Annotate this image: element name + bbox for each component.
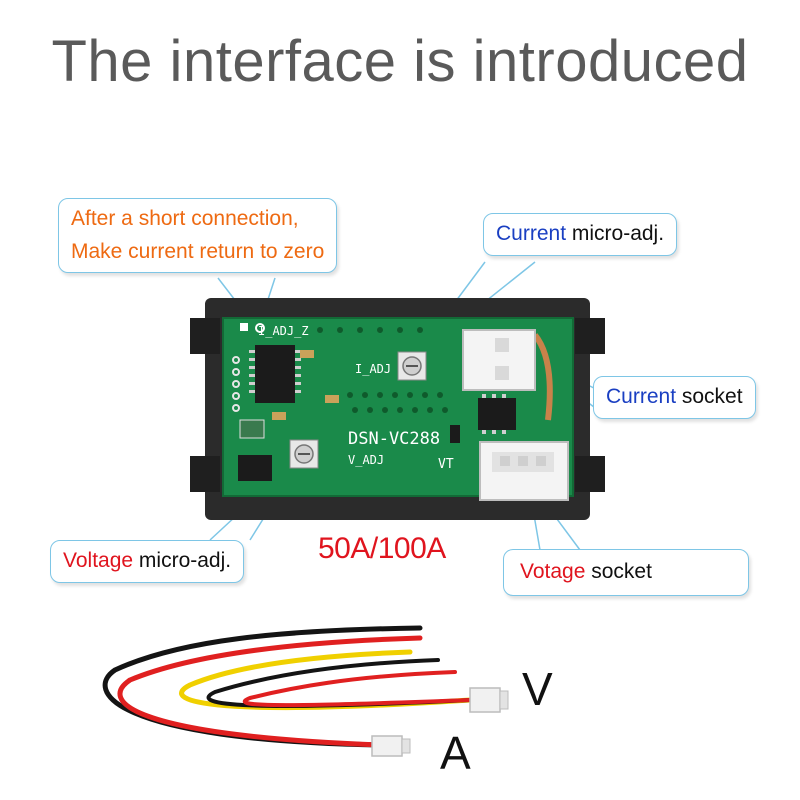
pcb-label-i-adj-z: I_ADJ_Z xyxy=(258,324,309,338)
callout-zero-line2: Make current return to zero xyxy=(71,239,325,263)
callout-current-adj-keyword: Current xyxy=(496,222,567,245)
current-rating-label: 50A/100A xyxy=(318,532,446,565)
wire-label-current: A xyxy=(440,727,471,779)
callout-voltage-micro-adj: Voltage micro-adj. xyxy=(50,540,245,583)
page-title: The interface is introduced xyxy=(51,29,749,94)
pcb-label-vt: VT xyxy=(438,457,454,472)
callout-voltage-adj-rest: micro-adj. xyxy=(133,549,232,572)
callout-current-adj-rest: micro-adj. xyxy=(566,222,665,245)
callout-zero-line1: After a short connection, xyxy=(71,207,299,230)
wire-harness xyxy=(102,625,473,748)
pcb-board xyxy=(222,317,574,501)
wire-connector-voltage xyxy=(469,687,509,713)
callout-voltage-socket-keyword: Votage xyxy=(520,560,586,583)
pcb-label-i-adj: I_ADJ xyxy=(355,362,391,376)
callout-voltage-socket-rest: socket xyxy=(585,560,652,583)
wire-label-voltage: V xyxy=(522,663,553,715)
callout-voltage-adj-keyword: Voltage xyxy=(63,549,134,572)
wire-connector-current xyxy=(371,735,411,757)
callout-current-socket-rest: socket xyxy=(676,385,743,408)
callout-current-socket-keyword: Current xyxy=(606,385,677,408)
pcb-label-v-adj: V_ADJ xyxy=(348,453,384,467)
callout-zero-adjust: After a short connection, Make current r… xyxy=(58,198,338,274)
pcb-label-model: DSN-VC288 xyxy=(348,429,440,449)
callout-current-socket: Current socket xyxy=(593,376,756,419)
callout-voltage-socket: Votage socket xyxy=(503,549,749,596)
callout-current-micro-adj: Current micro-adj. xyxy=(483,213,678,256)
